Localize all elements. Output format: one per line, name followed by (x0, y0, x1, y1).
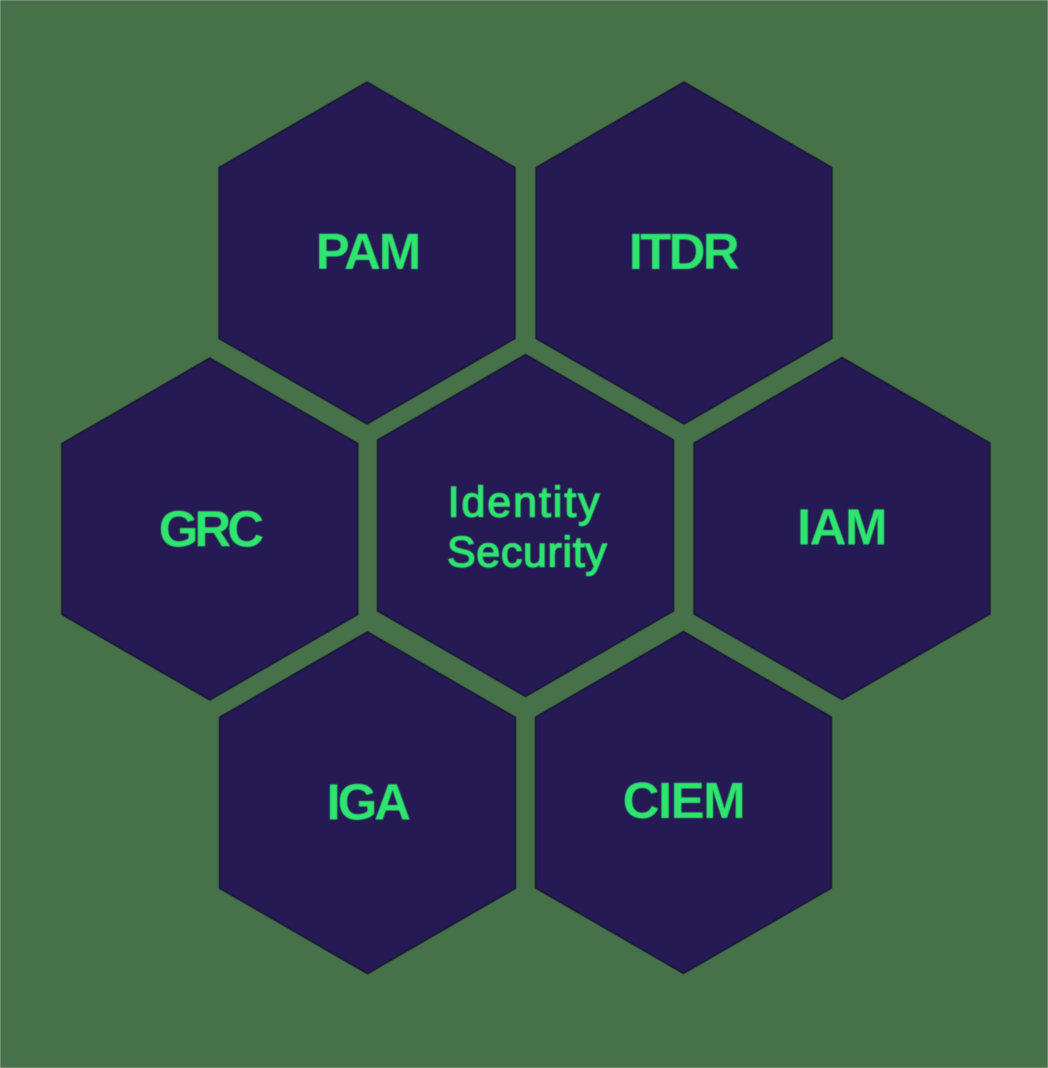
svg-text:CIEM: CIEM (623, 772, 745, 829)
svg-text:GRC: GRC (159, 501, 264, 558)
svg-text:Identity: Identity (448, 479, 602, 527)
svg-text:Security: Security (447, 529, 607, 577)
svg-text:IGA: IGA (327, 773, 411, 830)
svg-text:IAM: IAM (797, 499, 886, 556)
svg-text:PAM: PAM (316, 223, 420, 280)
svg-text:ITDR: ITDR (629, 223, 739, 280)
